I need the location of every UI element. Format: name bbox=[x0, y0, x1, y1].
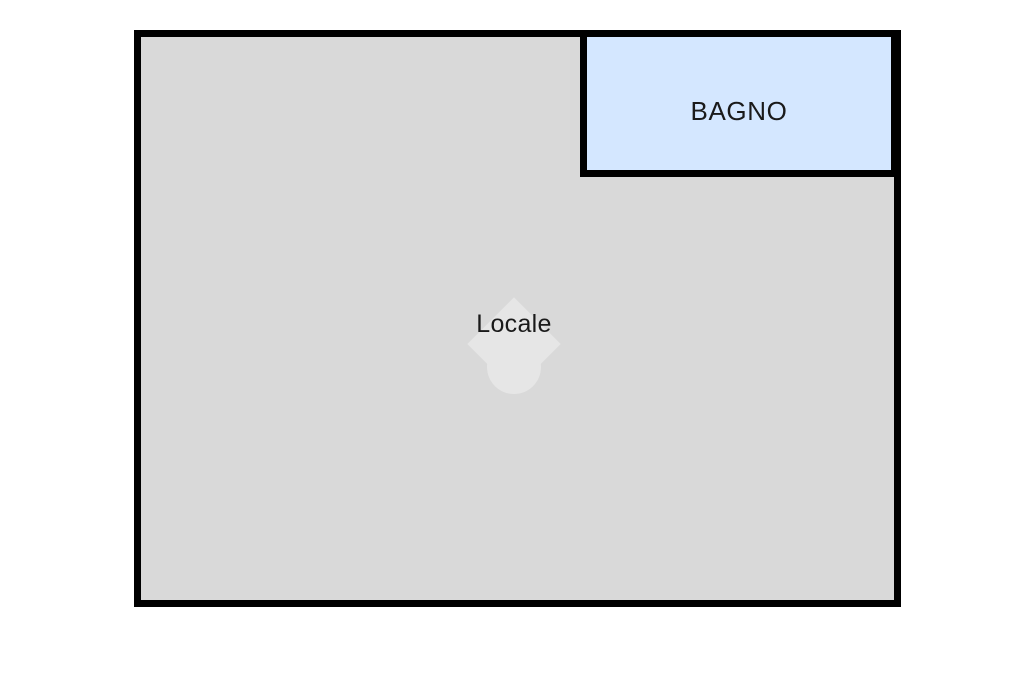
room-bagno[interactable] bbox=[580, 30, 898, 177]
